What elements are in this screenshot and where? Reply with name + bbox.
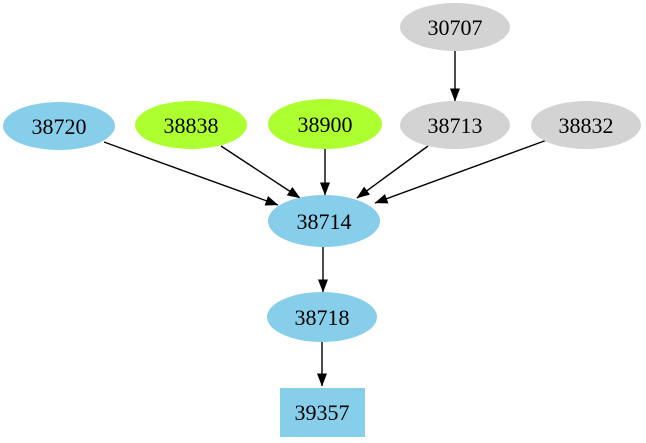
node-38718-shape <box>267 292 377 342</box>
edge-38838-38714 <box>220 145 301 199</box>
node-39357: 39357 <box>280 388 365 437</box>
node-38832: 38832 <box>531 101 641 149</box>
edge-38832-38714 <box>374 139 548 204</box>
node-38832-label: 38832 <box>559 113 614 138</box>
node-38714: 38714 <box>268 195 380 247</box>
node-38900-shape <box>268 99 382 149</box>
node-38718-label: 38718 <box>295 305 350 330</box>
node-38838: 38838 <box>135 101 247 149</box>
edge-38720-38714 <box>103 141 279 206</box>
node-38713-label: 38713 <box>428 113 483 138</box>
node-38720: 38720 <box>3 102 115 150</box>
node-30707-shape <box>400 3 510 51</box>
node-30707: 30707 <box>400 3 510 51</box>
node-30707-label: 30707 <box>428 15 483 40</box>
node-38838-label: 38838 <box>164 113 219 138</box>
node-38718: 38718 <box>267 292 377 342</box>
node-38720-label: 38720 <box>32 114 87 139</box>
node-38714-shape <box>268 195 380 247</box>
node-39357-label: 39357 <box>295 400 350 425</box>
node-38714-label: 38714 <box>297 209 352 234</box>
edge-layer <box>103 51 548 387</box>
node-39357-shape <box>280 388 365 437</box>
node-38900-label: 38900 <box>298 112 353 137</box>
edge-38713-38714 <box>356 145 429 199</box>
node-38832-shape <box>531 101 641 149</box>
node-38900: 38900 <box>268 99 382 149</box>
node-layer: 30707 38720 38838 38900 38713 38832 <box>3 3 641 437</box>
node-38713-shape <box>400 101 510 149</box>
node-38838-shape <box>135 101 247 149</box>
node-38720-shape <box>3 102 115 150</box>
node-38713: 38713 <box>400 101 510 149</box>
